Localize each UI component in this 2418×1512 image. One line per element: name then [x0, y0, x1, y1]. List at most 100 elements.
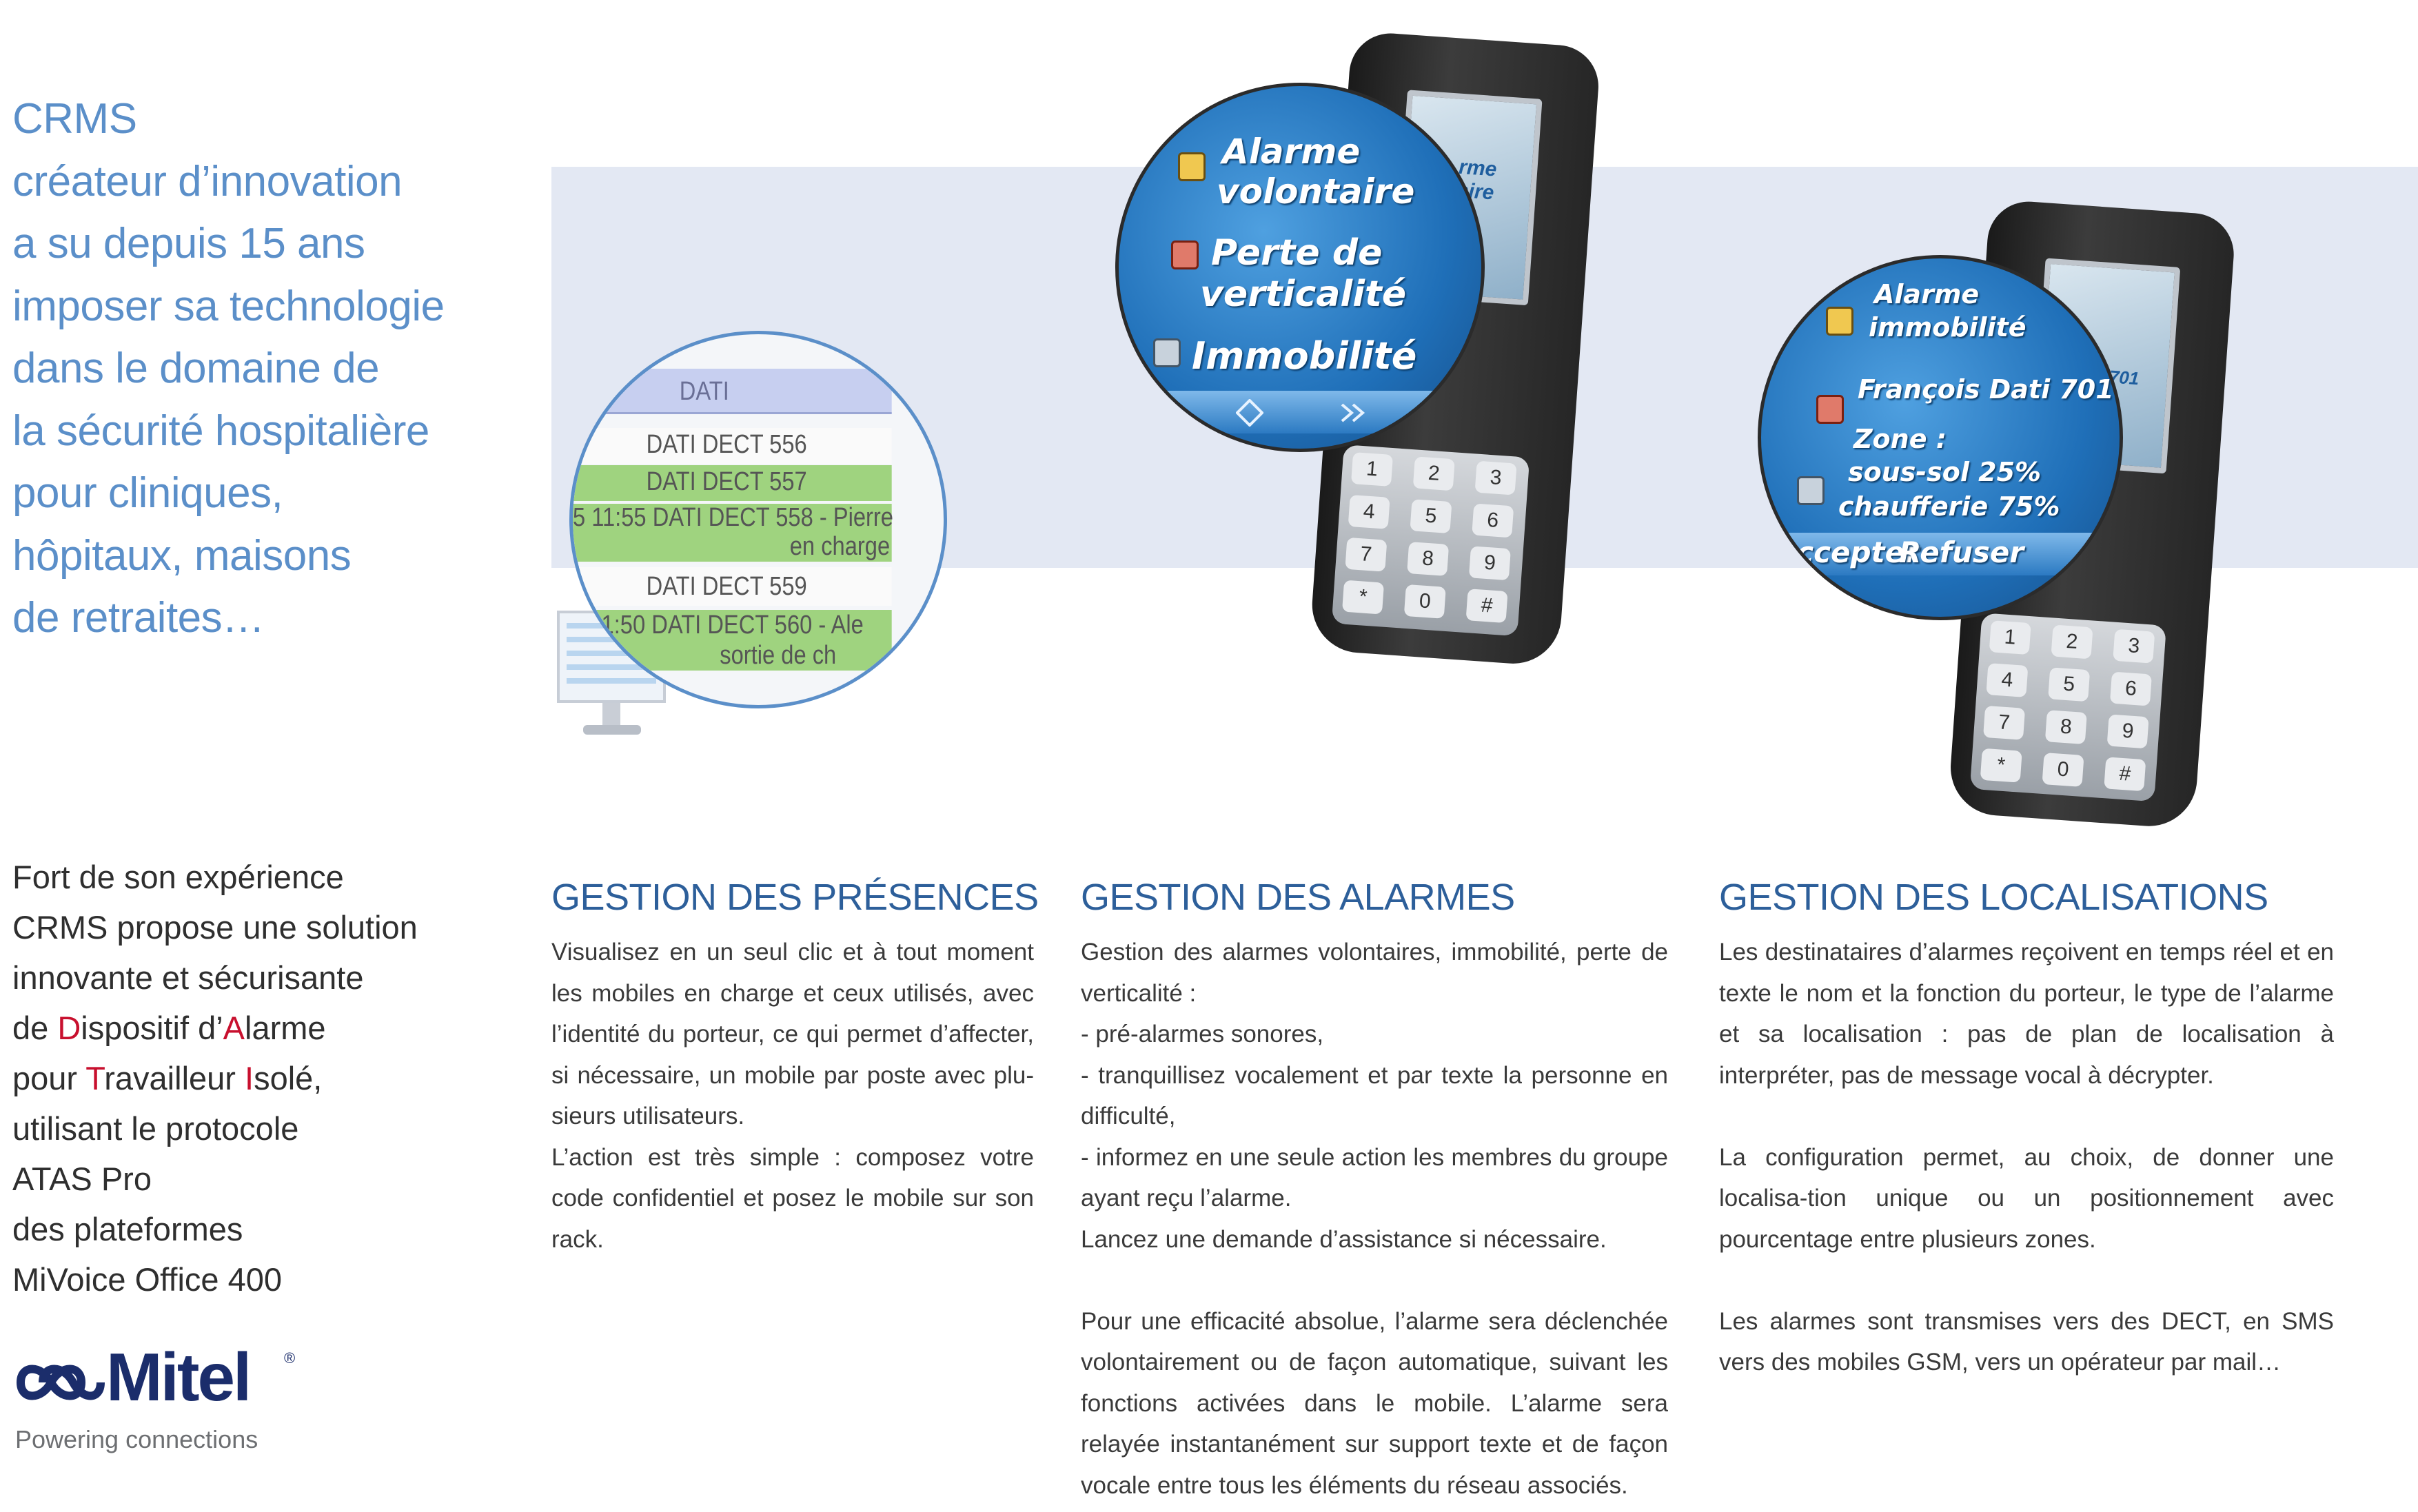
- phone-key: 9: [2106, 714, 2149, 749]
- mitel-wordmark: Mitel: [106, 1339, 252, 1415]
- phone-key: *: [1980, 748, 2022, 783]
- verticality-icon: [1171, 241, 1199, 269]
- bullet-item: - informez en une seule action les membr…: [1081, 1143, 1668, 1212]
- paragraph: L’action est très simple : composez votr…: [551, 1143, 1034, 1253]
- offer-text-part: larme: [245, 1010, 326, 1046]
- alarm-info-line: Zone :: [1853, 424, 1947, 454]
- intro-line: pour cliniques,: [12, 469, 283, 517]
- phone-key: 7: [1983, 705, 2026, 740]
- section-title: GESTION DES LOCALISATIONS: [1719, 877, 2268, 918]
- mitel-mark-icon: [16, 1365, 105, 1400]
- phone-key: 5: [1410, 499, 1452, 534]
- alarm-info-line: chaufferie 75%: [1838, 491, 2060, 522]
- phone-key: #: [1465, 589, 1508, 624]
- dati-list-row: 5 11:55 DATI DECT 558 - Pierre: [573, 503, 893, 532]
- phone-key: 6: [2109, 671, 2152, 706]
- paragraph: Gestion des alarmes volontaires, immobil…: [1081, 939, 1668, 1007]
- user-icon: [1797, 476, 1825, 505]
- alarm-icon: [1178, 152, 1206, 181]
- phone-keypad: 1 2 3 4 5 6 7 8 9 * 0 #: [1331, 445, 1530, 637]
- phone-key: 2: [2051, 624, 2093, 660]
- highlight-letter: A: [223, 1010, 245, 1046]
- highlight-letter: D: [57, 1010, 81, 1046]
- phone-key: 4: [1348, 494, 1390, 529]
- nav-arrows-icon: [1236, 399, 1263, 427]
- paragraph: La configuration permet, au choix, de do…: [1719, 1143, 2334, 1253]
- phone-screen-peek-line: rme: [1458, 155, 1498, 181]
- section-title: GESTION DES PRÉSENCES: [551, 877, 1039, 918]
- offer-line: de Dispositif d’Alarme: [12, 1003, 509, 1053]
- paragraph: Les alarmes sont transmises vers des DEC…: [1719, 1307, 2334, 1376]
- alarm-menu-line: verticalité: [1200, 274, 1407, 315]
- intro-line: de retraites…: [12, 594, 265, 642]
- phone-key: 2: [1412, 456, 1455, 491]
- alarm-info-line: sous-sol 25%: [1848, 457, 2042, 487]
- bullet-item: - pré-alarmes sonores,: [1081, 1021, 1324, 1048]
- paragraph: Les destinataires d’alarmes reçoivent en…: [1719, 939, 2334, 1089]
- dati-list-row-sub: sortie de ch: [573, 640, 892, 671]
- highlight-letter: T: [85, 1060, 105, 1096]
- phone-key: 6: [1472, 503, 1514, 538]
- intro-line: créateur d’innovation: [12, 157, 403, 205]
- alarm-info-line: François Dati 701: [1858, 374, 2114, 405]
- offer-text-part: pour: [12, 1060, 86, 1096]
- section-body: Gestion des alarmes volontaires, immobil…: [1081, 932, 1668, 1506]
- offer-line: CRMS propose une solution: [12, 909, 418, 946]
- offer-text-part: ravailleur: [104, 1060, 245, 1096]
- offer-text-part: solé,: [254, 1060, 323, 1096]
- intro-line: dans le domaine de: [12, 345, 380, 392]
- phone-key: 1: [1989, 620, 2031, 655]
- alarmes-section: GESTION DES ALARMES Gestion des alarmes …: [1081, 870, 1668, 1506]
- offer-line: ATAS Pro: [12, 1161, 152, 1197]
- phone-key: 7: [1345, 537, 1388, 572]
- phone-key: 1: [1350, 452, 1394, 487]
- alarm-screen-magnifier: Alarme volontaire Perte de verticalité I…: [1115, 83, 1485, 452]
- bullet-item: - tranquillisez vocalement et par texte …: [1081, 1061, 1668, 1130]
- dati-list-magnifier: DATI DATI DECT 556 DATI DECT 557 5 11:55…: [569, 331, 947, 708]
- phone-key: 3: [1474, 460, 1517, 496]
- alarm-menu-line: Immobilité: [1192, 334, 1417, 378]
- offer-line: MiVoice Office 400: [12, 1261, 283, 1298]
- highlight-letter: I: [245, 1060, 254, 1096]
- phone-key: 8: [1407, 542, 1450, 576]
- paragraph: Visualisez en un seul clic et à tout mom…: [551, 939, 1034, 1130]
- offer-text-part: de: [12, 1010, 58, 1046]
- phone-key: 9: [1468, 546, 1511, 581]
- phone-key: #: [2104, 757, 2146, 792]
- alarm-menu-line: Perte de: [1211, 232, 1383, 274]
- phone-key: 0: [2042, 753, 2084, 787]
- dati-list-row: DATI DECT 556: [573, 428, 892, 464]
- softkey-bar: Accepter Refuser: [1761, 533, 2120, 575]
- offer-text: Fort de son expérience CRMS propose une …: [12, 852, 509, 1305]
- intro-line: CRMS: [12, 95, 137, 143]
- immobility-icon: [1153, 338, 1181, 367]
- softkey-bar: [1119, 391, 1481, 433]
- mitel-tagline: Powering connections: [15, 1425, 258, 1453]
- phone-key: 5: [2048, 667, 2091, 702]
- paragraph: Lancez une demande d’assistance si néces…: [1081, 1225, 1607, 1253]
- phone-key: 8: [2044, 710, 2087, 745]
- phone-keypad: 1 2 3 4 5 6 7 8 9 * 0 #: [1969, 613, 2166, 802]
- dati-list-row: DATI DECT 559: [573, 567, 892, 606]
- alarm-menu-line: volontaire: [1217, 172, 1415, 212]
- alarm-info-line: Alarme: [1874, 279, 1980, 309]
- paragraph: Pour une efficacité absolue, l’alarme se…: [1081, 1307, 1668, 1499]
- offer-line: Fort de son expérience: [12, 859, 344, 895]
- section-title: GESTION DES ALARMES: [1081, 877, 1515, 918]
- intro-line: a su depuis 15 ans: [12, 220, 365, 267]
- offer-line: utilisant le protocole: [12, 1110, 299, 1147]
- phone-key: *: [1341, 580, 1385, 615]
- presences-section: GESTION DES PRÉSENCES Visualisez en un s…: [551, 870, 1039, 1260]
- phone-key: 3: [2113, 629, 2155, 664]
- refuse-softkey[interactable]: Refuser: [1899, 535, 2024, 569]
- intro-line: imposer sa technologie: [12, 282, 445, 330]
- offer-line: pour Travailleur Isolé,: [12, 1053, 509, 1103]
- phone-key: 0: [1403, 584, 1446, 619]
- offer-text-part: ispositif d’: [81, 1010, 223, 1046]
- mitel-logo: Mitel ® Powering connections: [14, 1339, 303, 1461]
- forward-arrows-icon: [1341, 403, 1365, 422]
- accept-softkey[interactable]: Accepter: [1775, 535, 1919, 569]
- intro-text: CRMS créateur d’innovation a su depuis 1…: [12, 88, 509, 650]
- localisations-section: GESTION DES LOCALISATIONS Les destinatai…: [1719, 870, 2334, 1383]
- phone-key: 4: [1986, 663, 2029, 697]
